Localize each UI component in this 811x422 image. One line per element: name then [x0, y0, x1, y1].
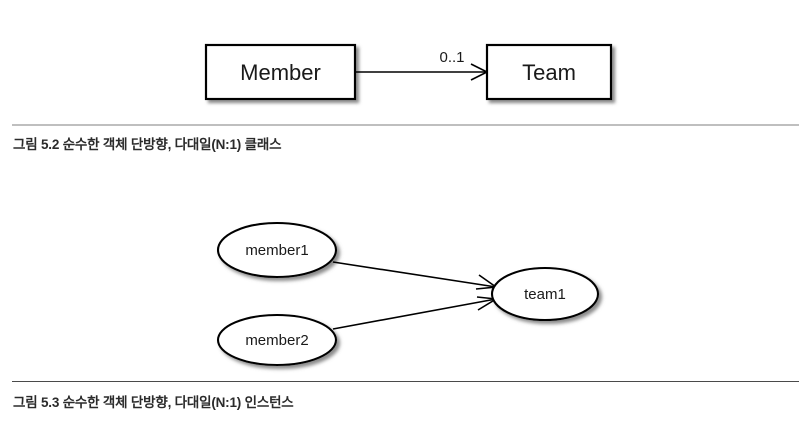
member-class-rectangle — [204, 43, 357, 101]
class-diagram-canvas: Member 0..1 Team — [204, 43, 613, 101]
team1-ellipse — [490, 266, 600, 322]
edge-member1-to-team1[interactable] — [332, 261, 499, 290]
edge-member-to-team[interactable]: 0..1 — [355, 49, 489, 81]
figure-5-3-caption: 그림 5.3 순수한 객체 단방향, 다대일(N:1) 인스턴스 — [13, 395, 294, 410]
team-class-rectangle — [485, 43, 613, 101]
member1-ellipse — [216, 221, 338, 279]
node-team-class[interactable]: Team — [485, 43, 613, 101]
team-class-label: Team — [522, 60, 576, 85]
edge-member2-to-team1[interactable] — [332, 296, 499, 330]
figure-5-2-caption: 그림 5.2 순수한 객체 단방향, 다대일(N:1) 클래스 — [13, 137, 282, 152]
node-team1-instance[interactable]: team1 — [490, 266, 600, 322]
member2-to-team1-line — [332, 298, 497, 330]
member-class-label: Member — [240, 60, 321, 85]
instance-diagram-canvas: member1 member2 team1 — [216, 221, 600, 367]
node-member-class[interactable]: Member — [204, 43, 357, 101]
node-member1-instance[interactable]: member1 — [216, 221, 338, 279]
member1-label: member1 — [245, 242, 308, 259]
member1-to-team1-line — [332, 261, 497, 288]
figure-5-3-block: member1 member2 team1 — [0, 195, 811, 422]
node-member2-instance[interactable]: member2 — [216, 313, 338, 367]
member2-label: member2 — [245, 332, 308, 349]
figure-5-3-caption-rule — [12, 381, 799, 382]
team1-label: team1 — [524, 286, 566, 303]
figure-5-2-caption-rule — [12, 124, 799, 126]
member2-ellipse — [216, 313, 338, 367]
multiplicity-label: 0..1 — [439, 49, 464, 66]
figure-5-2-block: Member 0..1 Team 그림 5.2 순수한 객체 단방향, 다대일(… — [0, 0, 811, 160]
